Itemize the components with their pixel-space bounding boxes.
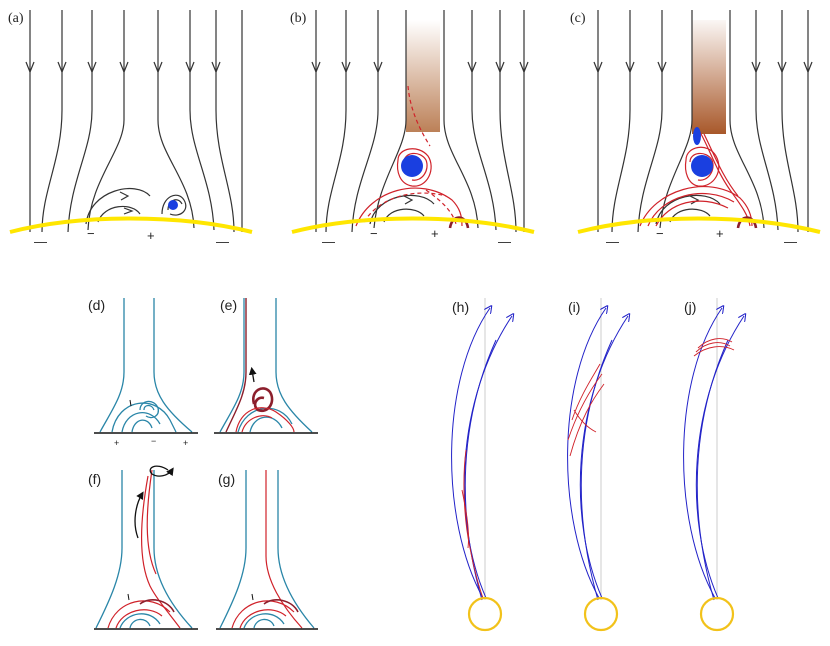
panel-c-blob [691,155,713,177]
panel-b-sign-2: − [370,226,378,241]
panel-b-flux-rope [448,216,470,229]
panel-j-sun [699,596,735,632]
panel-a-sign-3: + [147,228,155,243]
panel-j-label: (j) [684,299,696,315]
panel-i-field-line-1 [567,308,606,599]
panel-i-field-line-2 [579,316,628,599]
panel-b-sign-1: — [322,234,335,249]
panel-e-label: (e) [220,297,237,313]
panel-a-blob [168,200,178,210]
panel-c-sign-1: — [606,234,619,249]
panel-i: (i) [567,298,628,632]
panel-j-field-line-1 [683,308,722,599]
panel-a-sign-2: − [87,226,95,241]
panel-d-sign-2: − [151,436,156,446]
panel-f-label: (f) [88,471,101,487]
panel-i-red-strands [571,363,601,421]
panel-d-sign-3: + [183,438,188,448]
panel-j-red-strands [695,342,731,353]
panel-h-label: (h) [452,299,469,315]
panel-a-field-lines [25,10,243,233]
panel-b-sign-4: — [498,234,511,249]
panel-h-sun [467,596,503,632]
panel-a: (a) — − [8,10,253,249]
panel-j-field-line-2 [695,316,744,599]
panel-c-jet [692,20,726,134]
panel-a-sign-4: — [216,234,229,249]
panel-a-photosphere [9,216,253,234]
panel-h: (h) [451,298,512,632]
panel-a-sign-1: — [34,234,47,249]
panel-c-flux-rope [736,216,758,229]
panel-e: (e) [214,297,318,434]
panel-c: (c) [570,10,821,249]
panel-b-photosphere [291,216,535,234]
panel-g-label: (g) [218,471,235,487]
panel-c-sign-2: − [656,226,664,241]
panel-b: (b) [290,10,535,249]
panel-b-jet [406,20,440,132]
panel-b-label: (b) [290,11,307,26]
panel-b-sign-3: + [431,226,439,241]
panel-c-blob-small [693,127,701,145]
panel-c-photosphere [577,216,821,234]
panel-i-label: (i) [568,299,580,315]
panel-h-red-strands [463,449,484,599]
panel-d: (d) + − + [88,297,198,448]
panel-c-label: (c) [570,11,586,26]
panel-d-label: (d) [88,297,105,313]
panel-i-sun [583,596,619,632]
panel-c-sign-3: + [716,226,724,241]
panel-b-reconnection-lines [355,85,463,227]
panel-a-label: (a) [8,11,24,26]
panel-h-field-line-1 [451,308,490,599]
panel-g: (g) [216,470,318,630]
panel-f: (f) [88,465,198,630]
panel-c-sign-4: — [784,234,797,249]
panel-j: (j) [683,298,744,632]
panel-b-field-lines [311,10,529,233]
panel-d-sign-1: + [114,438,119,448]
panel-b-blob [401,155,423,177]
